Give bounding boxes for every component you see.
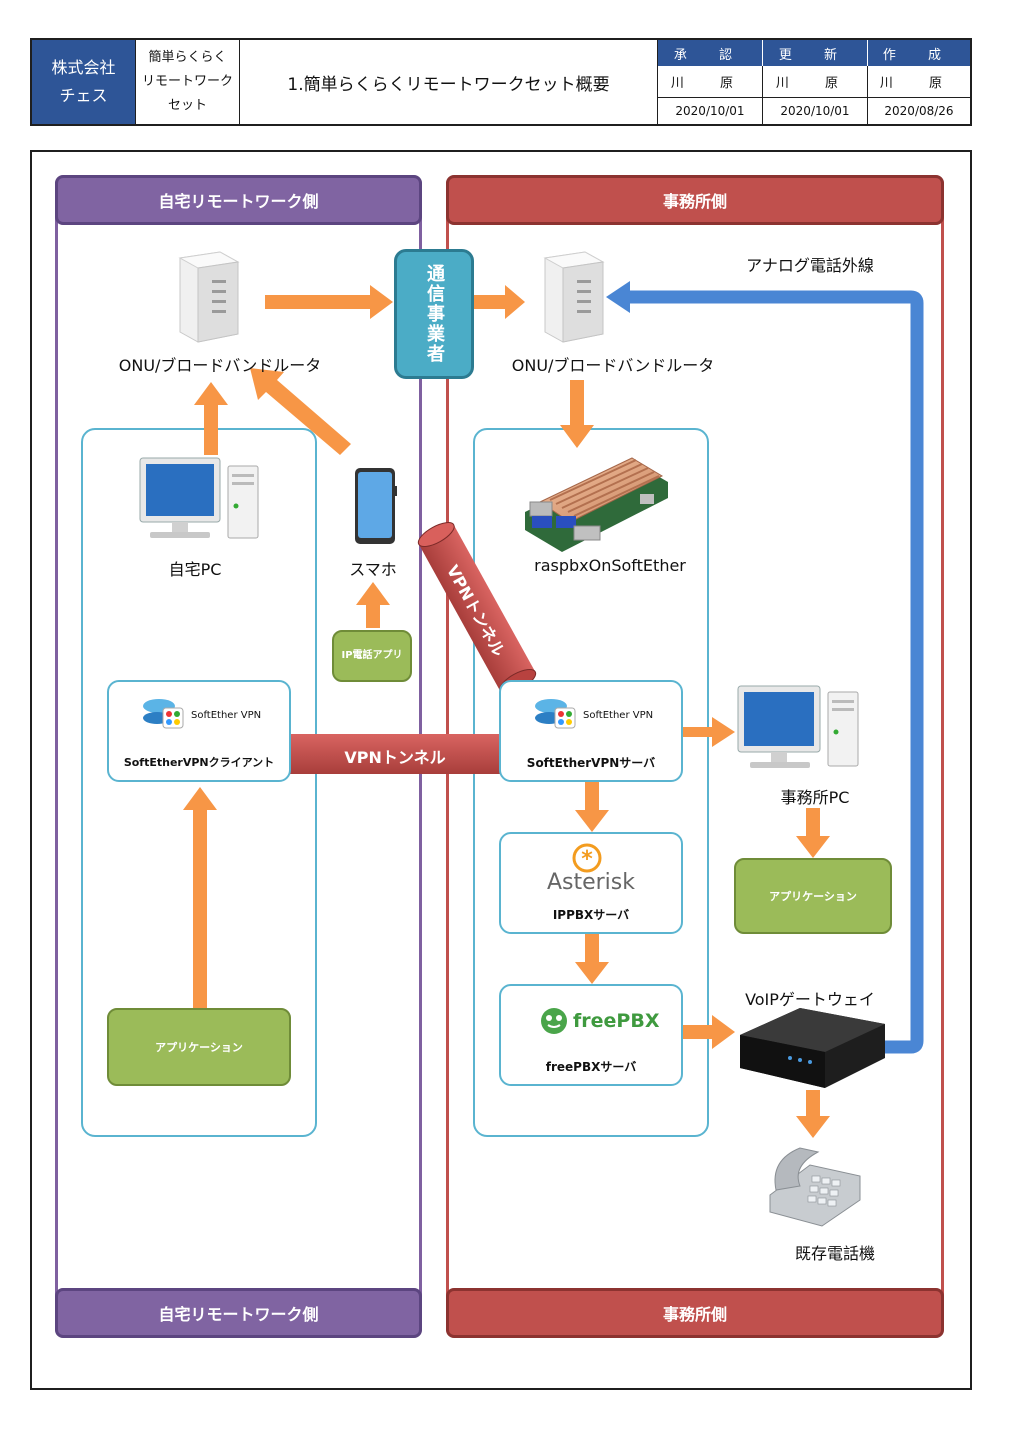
smartphone-icon bbox=[355, 468, 397, 544]
legacy-phone-label: 既存電話機 bbox=[794, 1244, 875, 1263]
arrow-app-to-client bbox=[183, 787, 217, 1008]
freepbx-card: freePBX freePBXサーバ bbox=[499, 984, 683, 1086]
softether-client-label: SoftEtherVPNクライアント bbox=[123, 756, 275, 769]
office-zone-header-top: 事務所側 bbox=[446, 175, 944, 225]
office-pc-label: 事務所PC bbox=[780, 788, 850, 807]
home-router-label: ONU/ブロードバンドルータ bbox=[118, 356, 322, 375]
arrow-freepbx-to-voip bbox=[683, 1015, 735, 1049]
analog-line-arrow bbox=[606, 281, 924, 1054]
voip-gateway-icon bbox=[740, 1008, 885, 1088]
office-router-label: ONU/ブロードバンドルータ bbox=[511, 356, 715, 375]
softether-logo-text-client: SoftEther VPN bbox=[191, 710, 262, 721]
office-application-box: アプリケーション bbox=[734, 858, 892, 934]
ippbx-label: IPPBXサーバ bbox=[552, 908, 630, 922]
create-name: 川 原 bbox=[868, 66, 970, 98]
voip-gateway-label: VoIPゲートウェイ bbox=[745, 990, 875, 1009]
home-zone-header-bottom: 自宅リモートワーク側 bbox=[55, 1288, 422, 1338]
home-router-icon bbox=[178, 251, 240, 343]
document-title: 1.簡単らくらくリモートワークセット概要 bbox=[240, 40, 658, 124]
arrow-ippbx-to-freepbx bbox=[575, 934, 609, 984]
legacy-phone-icon bbox=[769, 1147, 861, 1227]
update-date: 2020/10/01 bbox=[763, 98, 868, 124]
arrow-voip-to-phone bbox=[796, 1090, 830, 1138]
svg-text:*: * bbox=[581, 847, 593, 872]
arrow-router-to-raspbx bbox=[560, 380, 594, 448]
home-application-box: アプリケーション bbox=[107, 1008, 291, 1086]
create-head: 作 成 bbox=[868, 40, 970, 66]
arrow-app-to-smartphone bbox=[356, 582, 390, 628]
softether-logo-icon bbox=[143, 699, 184, 729]
asterisk-icon: * bbox=[572, 843, 602, 873]
company-line-2: チェス bbox=[59, 86, 108, 105]
softether-server-card: SoftEther VPN SoftEtherVPNサーバ bbox=[499, 680, 683, 782]
home-pc-group bbox=[81, 428, 317, 1137]
arrow-home-pc-to-router bbox=[194, 382, 228, 455]
company-line-1: 株式会社 bbox=[51, 58, 116, 77]
set-line-3: セット bbox=[167, 98, 207, 113]
update-head: 更 新 bbox=[763, 40, 868, 66]
office-zone-header-bottom: 事務所側 bbox=[446, 1288, 944, 1338]
office-pc-icon bbox=[737, 685, 859, 768]
create-date: 2020/08/26 bbox=[884, 104, 954, 118]
approval-name: 川 原 bbox=[658, 66, 763, 98]
freepbx-logo-text: freePBX bbox=[573, 1010, 660, 1032]
softether-logo-text-server: SoftEther VPN bbox=[583, 710, 654, 721]
arrow-carrier-to-office-router bbox=[474, 285, 525, 319]
freepbx-server-label: freePBXサーバ bbox=[545, 1060, 637, 1074]
softether-server-label: SoftEtherVPNサーバ bbox=[526, 756, 656, 770]
raspbx-icon bbox=[525, 457, 668, 552]
softether-logo-icon bbox=[535, 699, 576, 729]
asterisk-logo-text: Asterisk bbox=[546, 870, 636, 895]
ippbx-card: * Asterisk IPPBXサーバ bbox=[499, 832, 683, 934]
arrow-office-pc-to-app bbox=[796, 808, 830, 858]
orange-arrows bbox=[183, 285, 830, 1138]
company-cell: 株式会社 チェス bbox=[32, 40, 136, 124]
set-name-cell: 簡単らくらく リモートワーク セット bbox=[136, 40, 240, 124]
arrow-home-router-to-carrier bbox=[265, 285, 393, 319]
freepbx-frog-icon bbox=[541, 1008, 567, 1034]
home-zone-header-top: 自宅リモートワーク側 bbox=[55, 175, 422, 225]
set-line-2: リモートワーク bbox=[141, 74, 233, 89]
update-name: 川 原 bbox=[763, 66, 868, 98]
smartphone-label: スマホ bbox=[349, 560, 397, 579]
approval-head: 承 認 bbox=[658, 40, 763, 66]
vpn-tunnel-label-horizontal: VPNトンネル bbox=[344, 748, 446, 767]
arrow-server-to-office-pc bbox=[683, 717, 735, 747]
home-pc-icon bbox=[139, 457, 259, 539]
analog-line-label: アナログ電話外線 bbox=[746, 256, 874, 275]
diagram-frame bbox=[30, 150, 972, 1390]
raspbx-label: raspbxOnSoftEther bbox=[534, 556, 686, 575]
carrier-box: 通信事業者 bbox=[394, 249, 474, 379]
carrier-label: 通信事業者 bbox=[424, 264, 445, 364]
office-router-icon bbox=[543, 251, 605, 343]
arrow-smartphone-to-router bbox=[250, 368, 351, 455]
ip-phone-app-box: IP電話アプリ bbox=[332, 630, 412, 682]
softether-client-card: SoftEther VPN SoftEtherVPNクライアント bbox=[107, 680, 291, 782]
home-pc-label: 自宅PC bbox=[168, 560, 222, 579]
title-block: 株式会社 チェス 簡単らくらく リモートワーク セット 1.簡単らくらくリモート… bbox=[30, 38, 972, 126]
approval-date: 2020/10/01 bbox=[658, 98, 763, 124]
arrow-server-to-ippbx bbox=[575, 782, 609, 832]
set-line-1: 簡単らくらく bbox=[148, 50, 227, 65]
